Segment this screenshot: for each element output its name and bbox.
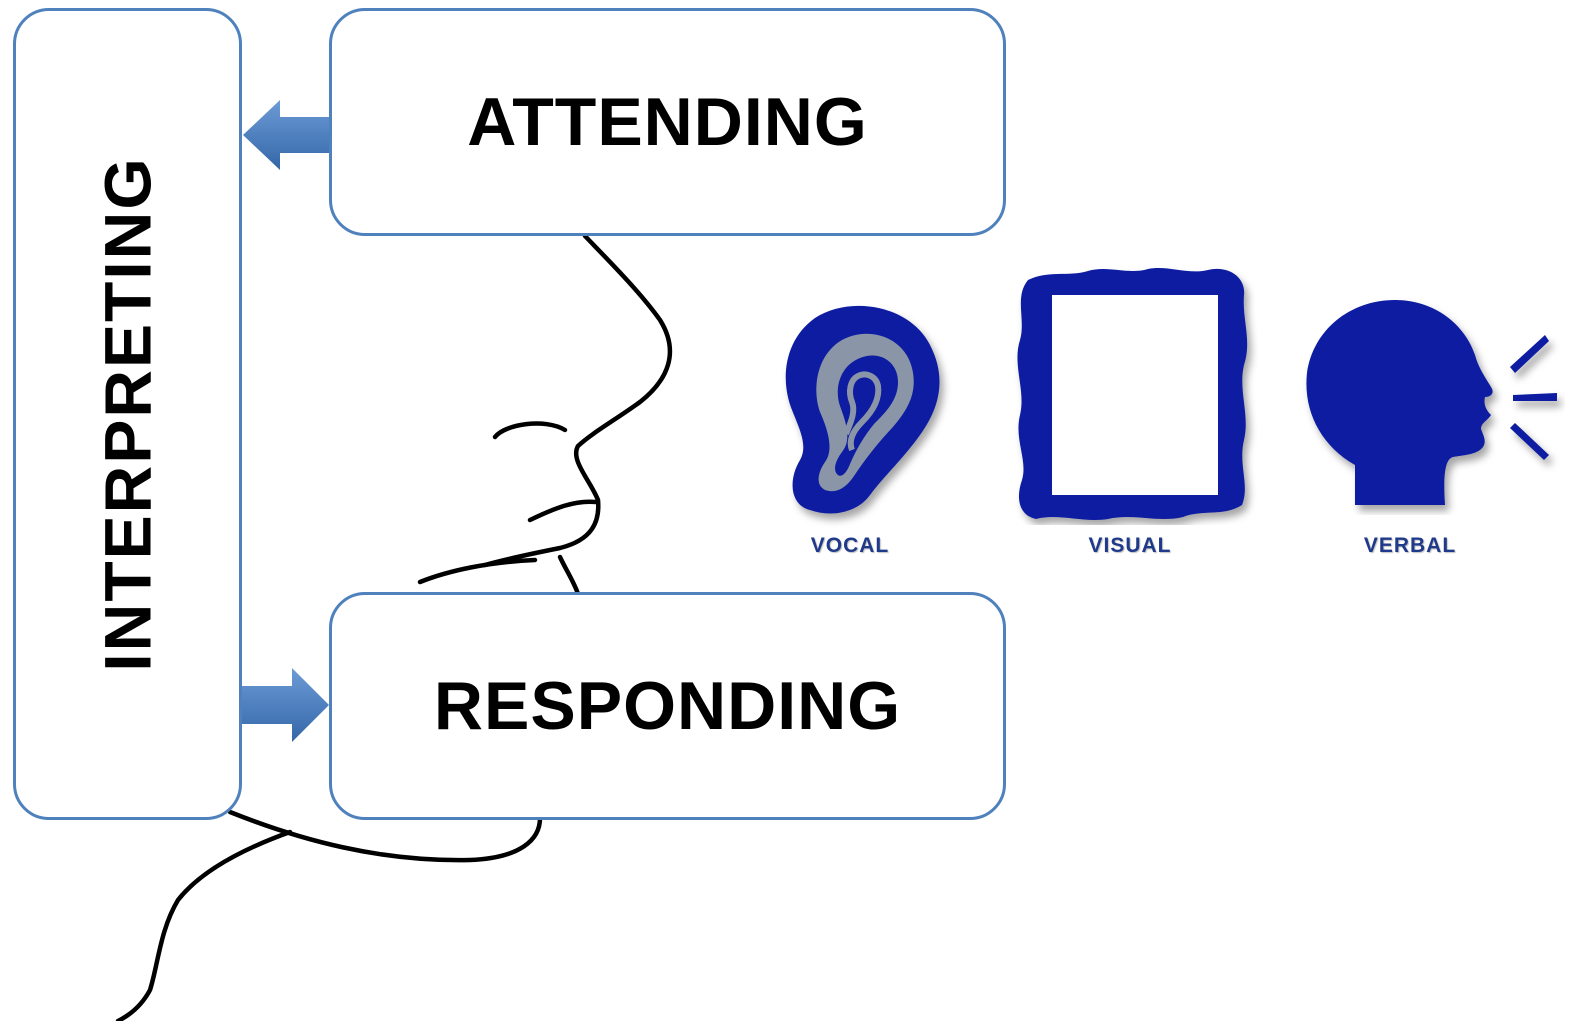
visual-caption: VISUAL	[1088, 534, 1172, 557]
speaking-head-icon	[1306, 300, 1557, 505]
attending-box: ATTENDING	[329, 8, 1006, 236]
picture-frame-icon	[1017, 268, 1248, 520]
responding-box: RESPONDING	[329, 592, 1006, 820]
interpreting-box: INTERPRETING	[13, 8, 242, 820]
vocal-caption: VOCAL	[810, 534, 890, 557]
responding-label: RESPONDING	[433, 668, 902, 744]
attending-label: ATTENDING	[467, 84, 868, 160]
ear-icon	[785, 305, 940, 514]
verbal-caption: VERBAL	[1363, 534, 1457, 557]
interpreting-label: INTERPRETING	[90, 156, 165, 672]
